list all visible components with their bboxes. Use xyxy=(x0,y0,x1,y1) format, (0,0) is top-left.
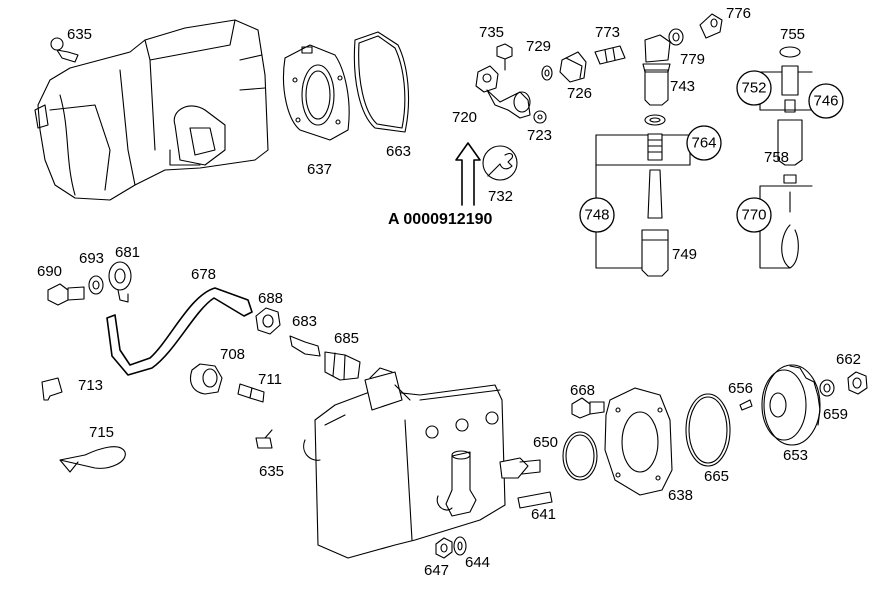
callout-715: 715 xyxy=(89,424,114,441)
arrow-indicator xyxy=(455,142,481,206)
fitting-685 xyxy=(324,351,361,381)
stud-641 xyxy=(517,491,553,509)
nut-647 xyxy=(435,537,453,559)
callout-726: 726 xyxy=(567,85,592,102)
washer-693 xyxy=(88,275,104,295)
valve-parts-right xyxy=(759,46,813,269)
washer-659 xyxy=(819,379,835,397)
callout-678: 678 xyxy=(191,266,216,283)
fitting-726 xyxy=(559,51,587,83)
callout-735: 735 xyxy=(479,24,504,41)
injection-pump-body xyxy=(303,367,541,559)
callout-773: 773 xyxy=(595,24,620,41)
callout-circle-770 xyxy=(736,197,772,233)
callout-662: 662 xyxy=(836,351,861,368)
callout-732: 732 xyxy=(488,188,513,205)
callout-779: 779 xyxy=(680,51,705,68)
callout-659: 659 xyxy=(823,406,848,423)
nozzle-743 xyxy=(642,34,671,106)
callout-770: 770 xyxy=(741,207,766,224)
fitting-773 xyxy=(594,45,626,65)
callout-683: 683 xyxy=(292,313,317,330)
gasket-663 xyxy=(353,31,410,133)
callout-749: 749 xyxy=(672,246,697,263)
callout-755: 755 xyxy=(780,26,805,43)
callout-circle-748 xyxy=(579,197,615,233)
banjo-720 xyxy=(475,65,531,119)
washer-779 xyxy=(668,28,684,46)
banjo-681 xyxy=(108,261,132,303)
bolt-735 xyxy=(496,43,513,71)
callout-708: 708 xyxy=(220,346,245,363)
callout-720: 720 xyxy=(452,109,477,126)
wrench-symbol-732 xyxy=(482,145,518,181)
callout-688: 688 xyxy=(258,290,283,307)
callout-663: 663 xyxy=(386,143,411,160)
callout-690: 690 xyxy=(37,263,62,280)
callout-650: 650 xyxy=(533,434,558,451)
flange-638 xyxy=(604,387,673,496)
pipe-678 xyxy=(106,287,253,376)
washer-644 xyxy=(453,536,467,556)
pump-housing-upper xyxy=(34,19,269,201)
washer-723 xyxy=(533,110,547,124)
callout-656: 656 xyxy=(728,380,753,397)
callout-638: 638 xyxy=(668,487,693,504)
callout-693: 693 xyxy=(79,250,104,267)
bolt-635-lower xyxy=(255,429,273,449)
callout-713: 713 xyxy=(78,377,103,394)
callout-758: 758 xyxy=(764,149,789,166)
callout-circle-752 xyxy=(736,70,772,106)
bolt-776 xyxy=(699,13,723,39)
callout-711: 711 xyxy=(258,371,282,388)
gear-653 xyxy=(761,364,821,446)
callout-635-top: 635 xyxy=(67,26,92,43)
washer-729 xyxy=(541,65,553,81)
callout-723: 723 xyxy=(527,127,552,144)
bracket-713 xyxy=(41,377,63,401)
nut-688 xyxy=(255,307,281,335)
bolt-711 xyxy=(237,383,265,403)
bolt-690 xyxy=(47,283,85,306)
callout-764: 764 xyxy=(691,135,716,152)
oring-650 xyxy=(562,431,598,481)
callout-668: 668 xyxy=(570,382,595,399)
callout-644: 644 xyxy=(465,554,490,571)
callout-653: 653 xyxy=(783,447,808,464)
part-number-label: A 0000912190 xyxy=(388,211,492,228)
callout-circle-746 xyxy=(808,83,844,119)
callout-635-lower: 635 xyxy=(259,463,284,480)
nut-662 xyxy=(847,371,868,395)
callout-637: 637 xyxy=(307,161,332,178)
flange-637 xyxy=(282,44,350,141)
bolt-635-top xyxy=(50,37,79,63)
callout-743: 743 xyxy=(670,78,695,95)
callout-776: 776 xyxy=(726,5,751,22)
callout-752: 752 xyxy=(741,80,766,97)
clamp-715 xyxy=(59,446,126,473)
grommet-708 xyxy=(189,363,223,395)
callout-748: 748 xyxy=(584,207,609,224)
callout-681: 681 xyxy=(115,244,140,261)
seal-ring-stack xyxy=(641,114,669,277)
key-656 xyxy=(739,399,753,411)
nipple-683 xyxy=(289,335,321,357)
callout-641: 641 xyxy=(531,506,556,523)
bolt-668 xyxy=(571,397,605,419)
callout-746: 746 xyxy=(813,93,838,110)
callout-685: 685 xyxy=(334,330,359,347)
callout-647: 647 xyxy=(424,562,449,579)
callout-729: 729 xyxy=(526,38,551,55)
callout-circle-764 xyxy=(686,125,722,161)
oring-665 xyxy=(685,393,731,467)
callout-665: 665 xyxy=(704,468,729,485)
